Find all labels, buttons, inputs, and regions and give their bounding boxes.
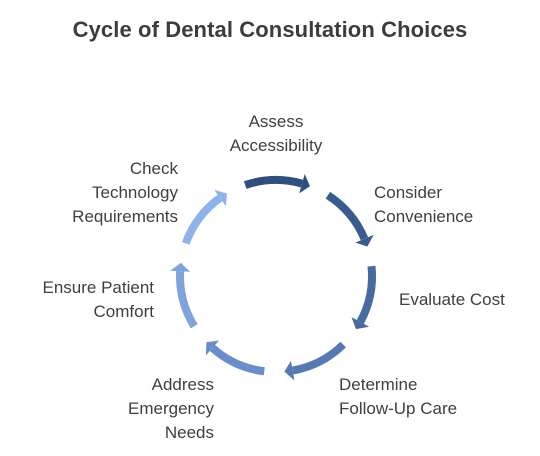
step-label-ensure-patient-comfort: Ensure Patient Comfort xyxy=(42,278,154,321)
step-label-address-emergency-needs: Address Emergency Needs xyxy=(128,375,214,442)
arc-ensure-patient-comfort xyxy=(176,271,198,329)
arrowhead-determine-follow-up-care xyxy=(284,360,295,381)
arc-address-emergency-needs xyxy=(209,344,265,376)
arrowhead-assess-accessibility xyxy=(299,173,310,194)
arrowhead-evaluate-cost xyxy=(351,317,370,330)
arrowhead-check-technology-requirements xyxy=(214,189,227,207)
step-label-determine-follow-up-care: Determine Follow-Up Care xyxy=(339,375,458,418)
arrowhead-consider-convenience xyxy=(355,234,374,247)
diagram-title: Cycle of Dental Consultation Choices xyxy=(72,17,468,42)
step-label-assess-accessibility: Assess Accessibility xyxy=(229,112,323,155)
step-label-consider-convenience: Consider Convenience xyxy=(374,183,474,226)
arc-determine-follow-up-care xyxy=(291,341,346,375)
arc-consider-convenience xyxy=(325,191,369,241)
step-label-evaluate-cost: Evaluate Cost xyxy=(399,290,505,309)
arrowhead-address-emergency-needs xyxy=(205,340,220,356)
arc-evaluate-cost xyxy=(356,265,376,324)
step-label-check-technology-requirements: Check Technology Requirements xyxy=(72,159,178,226)
arrowhead-ensure-patient-comfort xyxy=(170,262,191,272)
arc-check-technology-requirements xyxy=(181,194,223,245)
arc-assess-accessibility xyxy=(243,176,304,189)
